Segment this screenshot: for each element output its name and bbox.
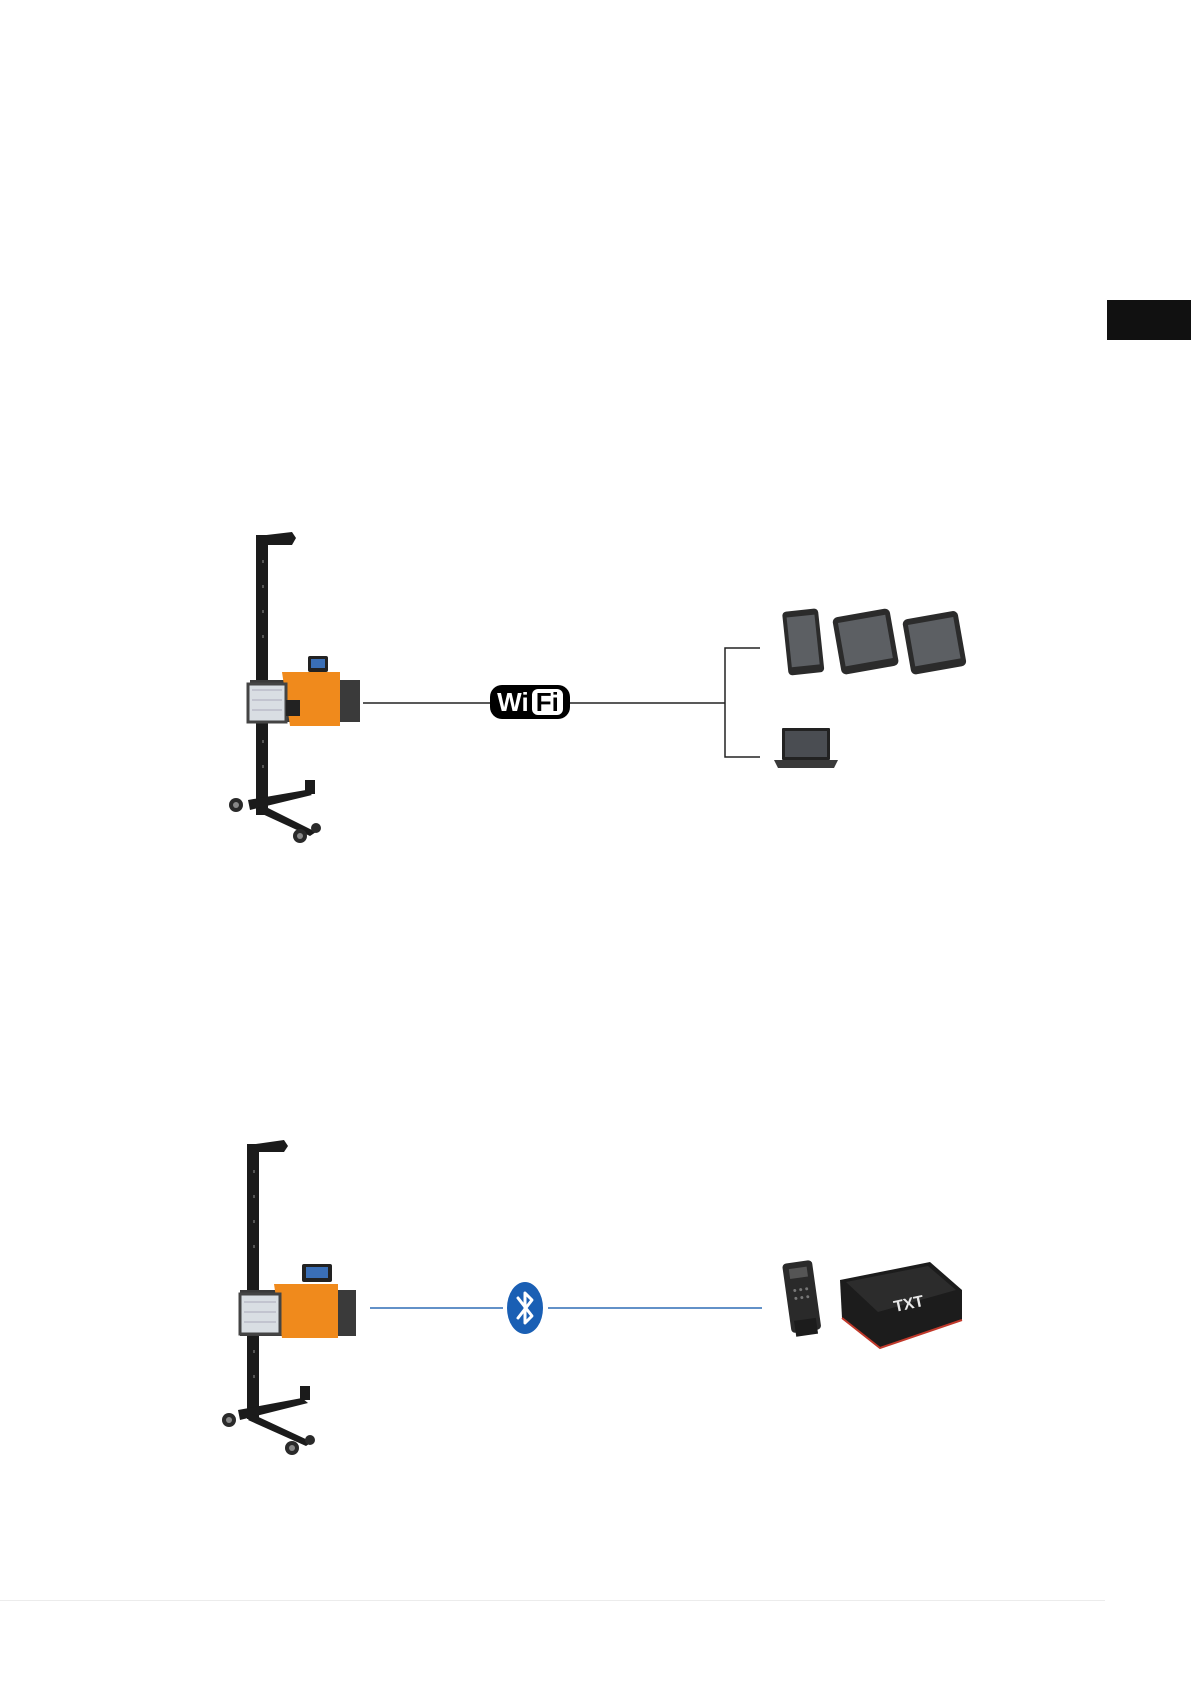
headlight-tester-bluetooth xyxy=(222,1140,356,1455)
footer-divider xyxy=(0,1600,1105,1601)
wifi-label-wi: Wi xyxy=(497,687,529,718)
bluetooth-icon xyxy=(507,1282,543,1334)
vci-dongle-device xyxy=(782,1260,822,1337)
tablet-devices xyxy=(782,608,967,676)
laptop-device xyxy=(774,728,838,768)
wifi-label-fi: Fi xyxy=(532,689,563,715)
headlight-tester-wifi xyxy=(229,532,360,843)
txt-diagnostic-interface: TXT xyxy=(840,1262,962,1348)
